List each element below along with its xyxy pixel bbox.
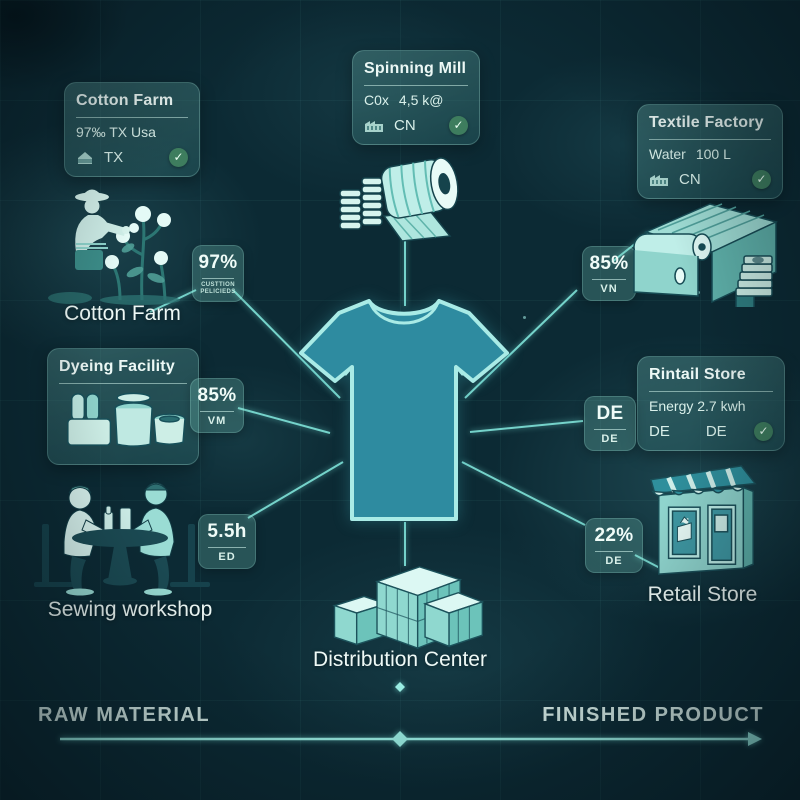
finished-product-label: FINISHED PRODUCT [542, 704, 764, 726]
dyeing-percentage-badge[interactable]: 85% VM [190, 378, 244, 433]
spinning-mill-value: 4,5 k@ [398, 92, 444, 108]
check-icon: ✓ [752, 170, 771, 189]
house-icon [78, 151, 92, 164]
divider [364, 85, 468, 86]
divider [595, 551, 633, 552]
sewing-workshop-label: Sewing workshop [47, 598, 213, 621]
cotton-farm-card[interactable]: Cotton Farm 97‰ TX Usa TX ✓ [64, 82, 200, 177]
badge-subtext: VN [600, 283, 618, 295]
factory-icon [650, 174, 668, 186]
retail-store-label: Retail Store [647, 583, 758, 606]
star-dot [523, 316, 526, 319]
divider [208, 547, 246, 548]
badge-value: 85% [589, 253, 629, 274]
spinning-mill-card[interactable]: Spinning Mill C0x 4,5 k@ CN ✓ [352, 50, 480, 145]
check-icon: ✓ [449, 116, 468, 135]
badge-subtext: DE [605, 555, 623, 567]
badge-value: 85% [197, 385, 237, 406]
check-icon: ✓ [754, 422, 773, 441]
retail-store-card[interactable]: Rintail Store Energy 2.7 kwh DE DE ✓ [637, 356, 785, 451]
timeline-arrow [60, 731, 762, 747]
divider [594, 429, 626, 430]
spinning-mill-card-title: Spinning Mill [364, 60, 467, 77]
textile-factory-card[interactable]: Textile Factory Water 100 L CN ✓ [637, 104, 783, 199]
retail-store-region2: DE [705, 423, 727, 440]
factory-percentage-badge[interactable]: 85% VN [582, 246, 636, 301]
spinning-mill-region: CN [394, 117, 416, 134]
cotton-percentage-badge[interactable]: 97% CUSTTION PELICIEDS [192, 245, 244, 302]
badge-subtext: PELICIEDS [200, 289, 236, 295]
badge-subtext: CUSTTION [201, 282, 235, 288]
dyeing-facility-card[interactable]: Dyeing Facility [47, 348, 199, 465]
divider [649, 139, 771, 140]
cotton-farm-stat: 97‰ TX Usa [76, 124, 156, 140]
divider [202, 278, 234, 279]
cotton-farm-label: Cotton Farm [64, 302, 181, 325]
divider [592, 279, 626, 280]
factory-icon [365, 120, 383, 132]
retail-store-region: DE [649, 423, 670, 440]
star-dot [697, 291, 700, 294]
star-dot [345, 308, 348, 311]
badge-subtext: ED [218, 551, 236, 563]
dye-pots-illustration [67, 392, 186, 447]
sewing-hours-badge[interactable]: 5.5h ED [198, 514, 256, 569]
retail-store-stat: Energy 2.7 kwh [649, 398, 746, 414]
badge-value: 97% [198, 252, 238, 273]
cotton-farm-region: TX [104, 149, 124, 166]
badge-value: 22% [594, 525, 634, 546]
badge-value: 5.5h [207, 521, 247, 542]
textile-factory-value: 100 L [695, 146, 731, 162]
badge-value: DE [596, 403, 624, 424]
divider [76, 117, 188, 118]
store-region-badge[interactable]: DE DE [584, 396, 636, 451]
textile-factory-card-title: Textile Factory [649, 114, 764, 131]
divider [200, 411, 234, 412]
textile-factory-region: CN [679, 171, 701, 188]
distribution-center-label: Distribution Center [313, 648, 487, 671]
textile-factory-metric: Water [649, 146, 686, 162]
raw-material-label: RAW MATERIAL [38, 704, 211, 726]
timeline-node-dot [395, 682, 405, 692]
divider [59, 383, 187, 384]
divider [649, 391, 773, 392]
retail-percentage-badge[interactable]: 22% DE [585, 518, 643, 573]
badge-subtext: VM [207, 415, 227, 427]
badge-subtext: DE [601, 433, 619, 445]
cotton-farm-card-title: Cotton Farm [76, 92, 174, 109]
retail-store-card-title: Rintail Store [649, 366, 746, 383]
dyeing-facility-card-title: Dyeing Facility [59, 358, 175, 375]
check-icon: ✓ [169, 148, 188, 167]
spinning-mill-metric: C0x [364, 92, 389, 108]
